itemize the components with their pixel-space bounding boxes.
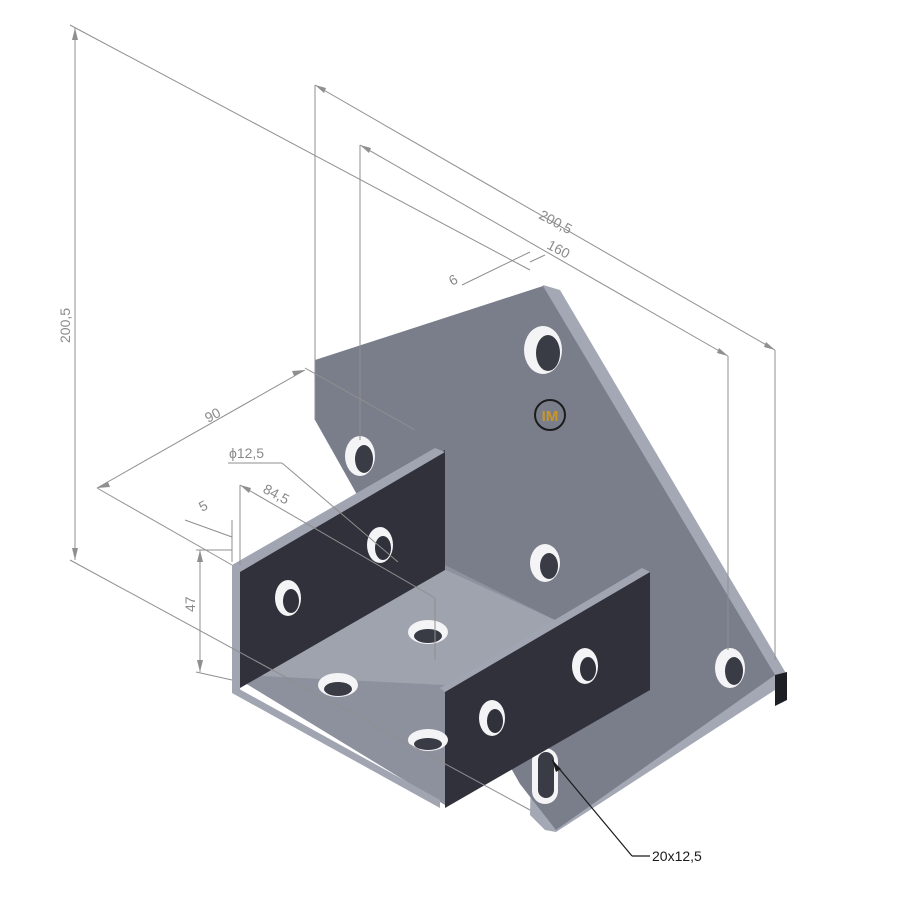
dim-flange-thickness: 5: [196, 497, 211, 515]
callout-slot-size: 20x12,5: [652, 848, 702, 864]
left-flange-hole-2-shadow: [375, 536, 391, 560]
dim-overall-height: 200,5: [57, 308, 73, 343]
plate-hole-top-shadow: [536, 335, 560, 371]
dim-hole-offset: 84,5: [261, 481, 293, 508]
plate-slot-shadow: [538, 752, 554, 798]
right-flange: [445, 572, 650, 808]
plate-hole-right-shadow: [725, 657, 743, 685]
right-flange-hole-2-shadow: [580, 657, 596, 681]
logo-text: IM: [542, 408, 559, 425]
right-flange-hole-1-shadow: [487, 709, 503, 733]
dim-overall-length: 200,5: [537, 207, 576, 238]
plate-hole-mid-shadow: [540, 553, 558, 579]
dim-plate-thickness: 6: [446, 271, 461, 289]
u-channel: [232, 448, 650, 808]
im-logo: IM: [534, 399, 566, 431]
floor-hole-3-shadow: [414, 738, 442, 750]
plate-hole-left-shadow: [355, 445, 373, 473]
back-plate-thickness: [775, 672, 787, 706]
floor-hole-1-shadow: [414, 629, 442, 643]
dim-flange-height: 47: [182, 596, 198, 612]
floor-hole-2-shadow: [324, 682, 352, 696]
dim-hole-spacing: 160: [545, 237, 573, 262]
left-flange-hole-1-shadow: [283, 589, 299, 613]
channel-floor-top: [240, 565, 555, 685]
left-flange-top-edge: [232, 448, 445, 572]
right-flange-top-edge: [440, 568, 650, 692]
dim-channel-width: 90: [202, 404, 223, 426]
dim-hole-diameter: ϕ12,5: [229, 445, 264, 461]
dimension-lines: [69, 24, 776, 857]
left-flange-side-edge: [232, 565, 240, 690]
left-flange: [232, 450, 445, 688]
channel-bottom-edge: [232, 685, 440, 808]
